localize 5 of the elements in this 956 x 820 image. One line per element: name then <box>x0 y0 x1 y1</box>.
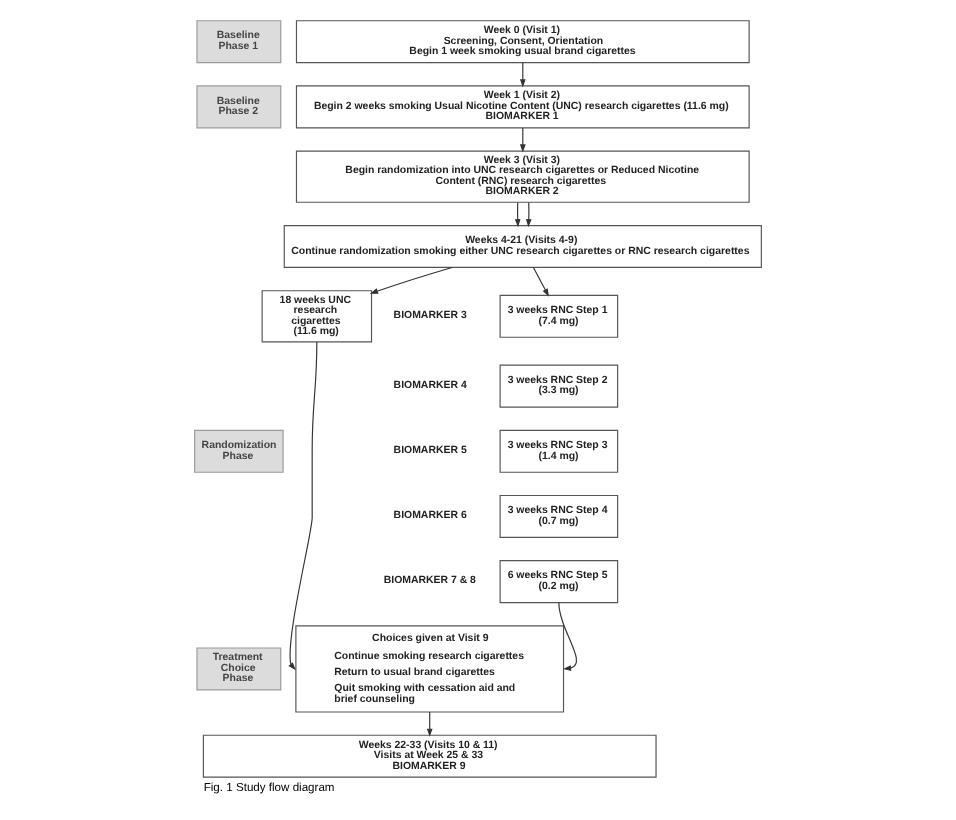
arrow <box>532 267 549 297</box>
arrow <box>369 266 453 294</box>
arrow <box>558 602 578 672</box>
arrow <box>525 202 532 228</box>
arrow <box>288 341 318 671</box>
